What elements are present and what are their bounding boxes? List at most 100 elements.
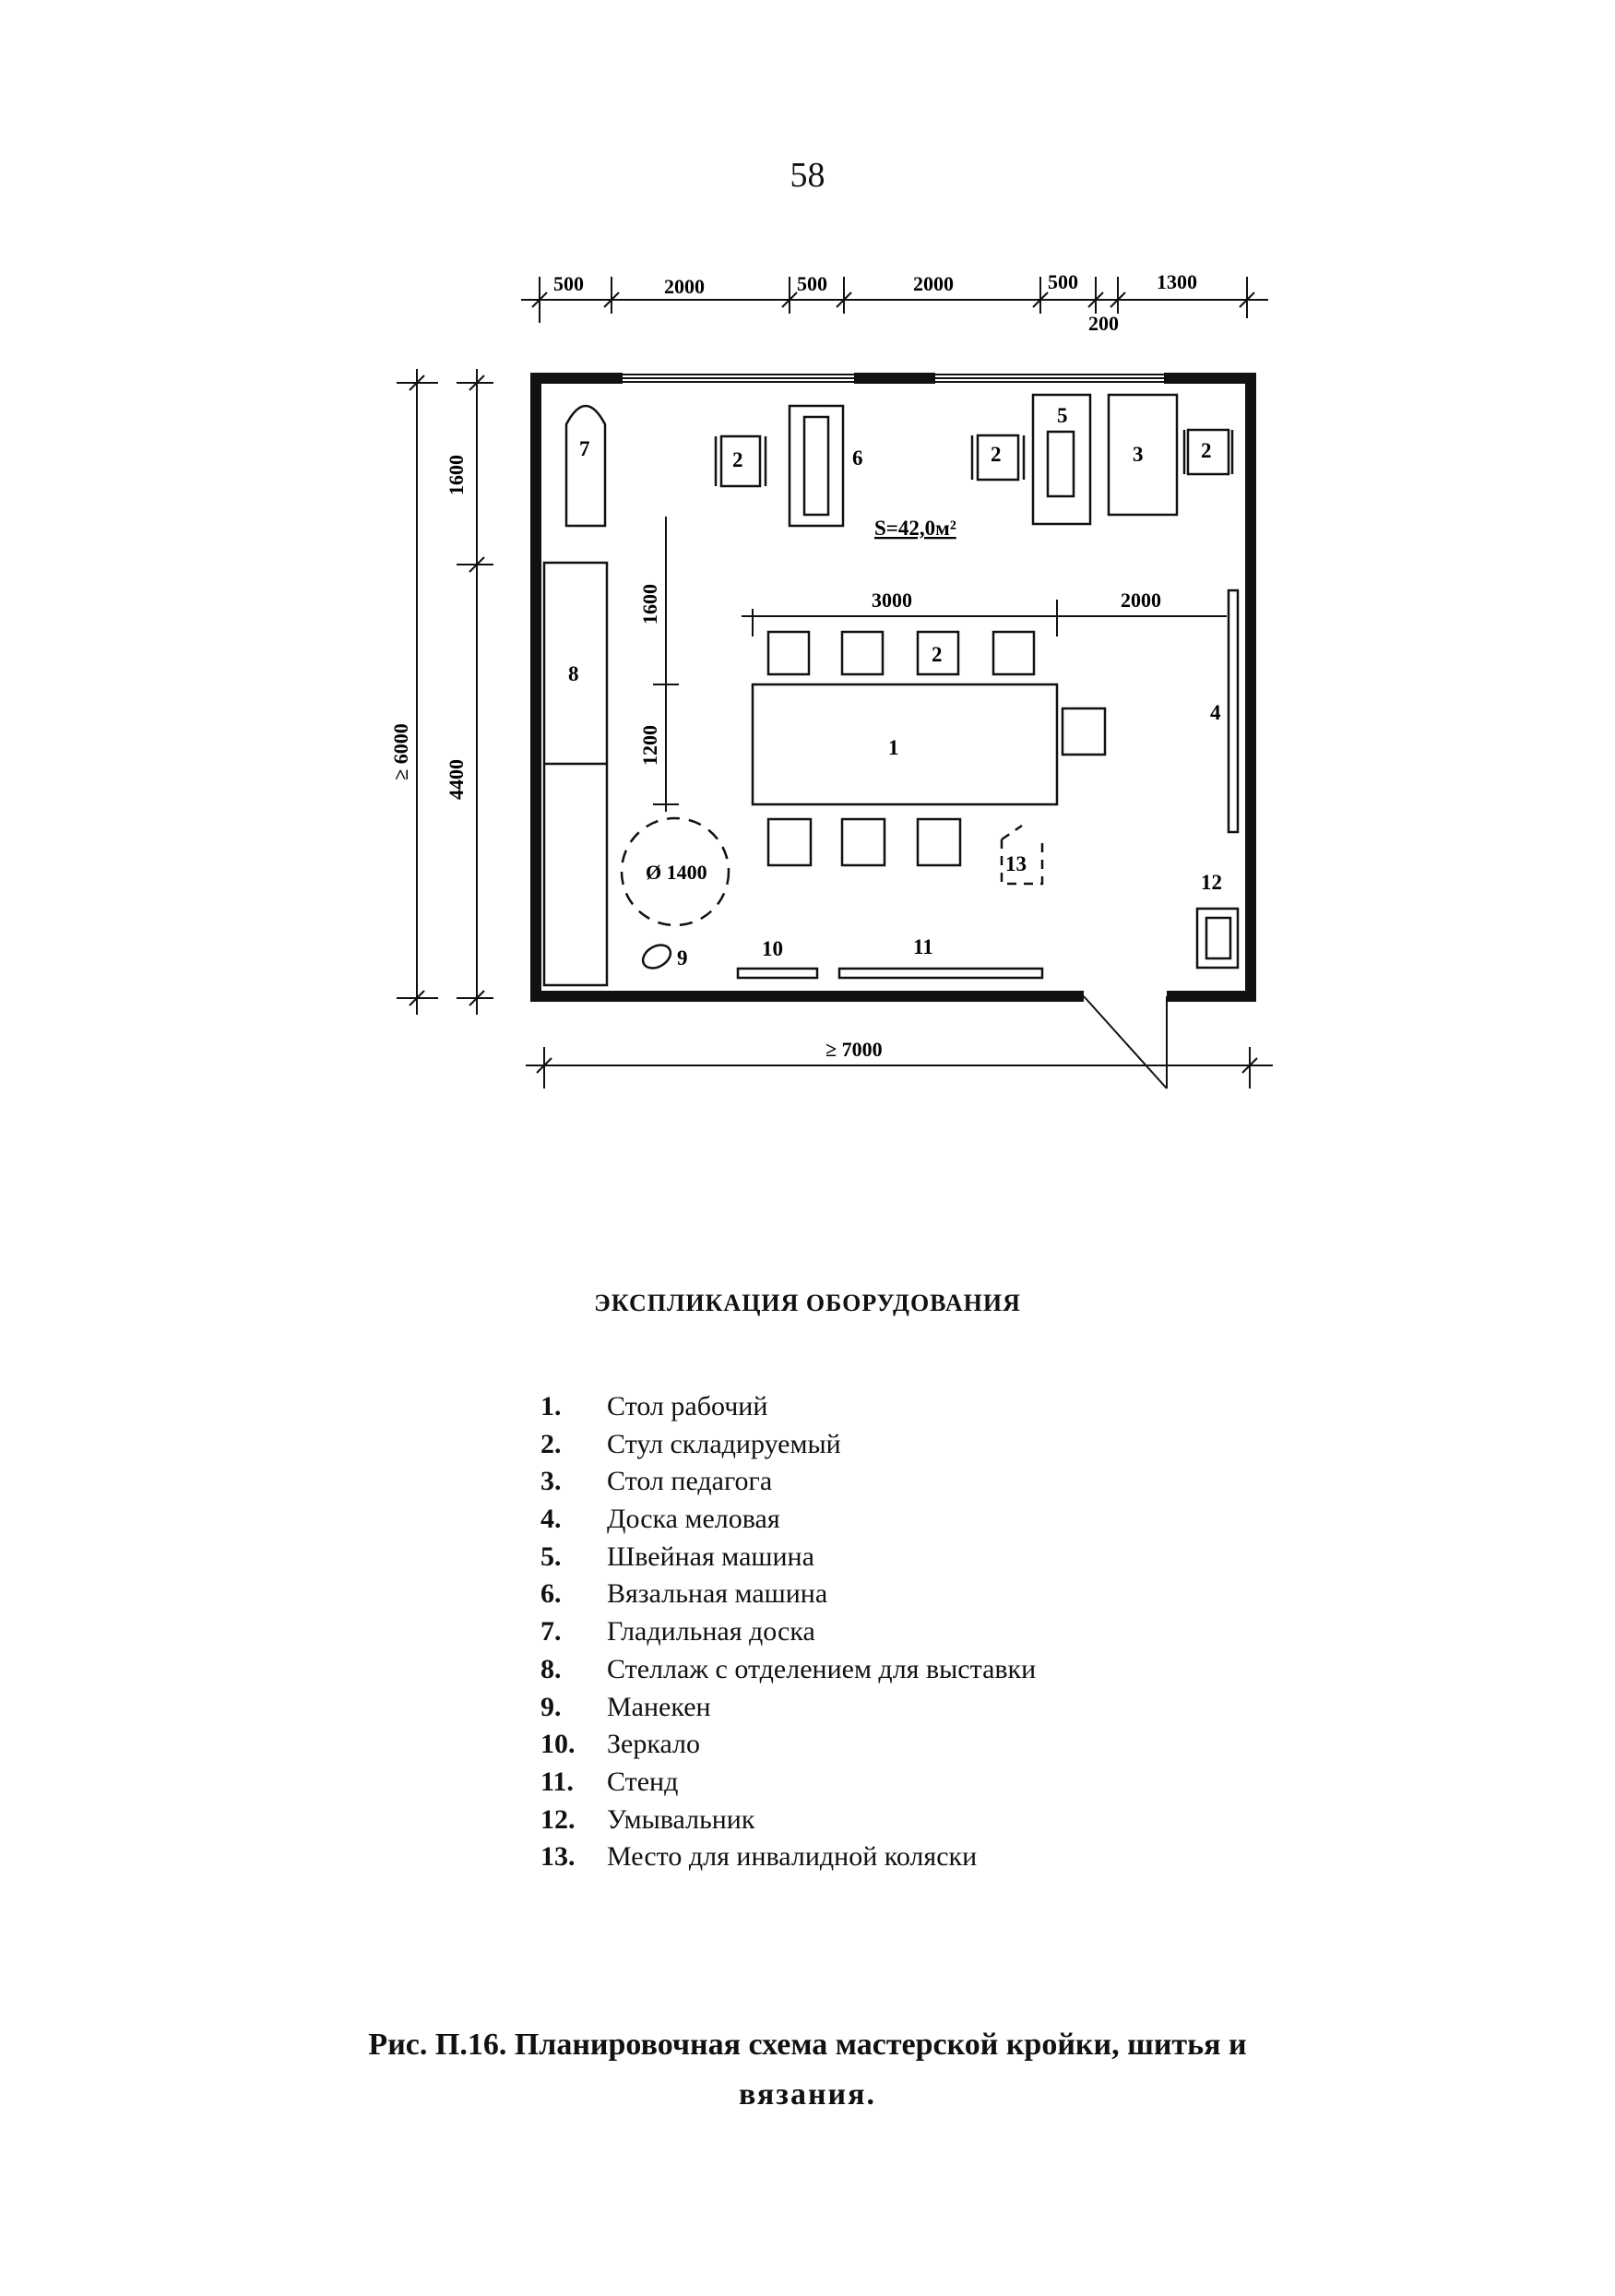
list-item: 1. Стол рабочий xyxy=(540,1388,1278,1426)
list-item-number: 11. xyxy=(540,1766,574,1797)
list-item-number: 8. xyxy=(540,1653,562,1684)
list-item-text: Умывальник xyxy=(607,1803,755,1835)
list-item-number: 1. xyxy=(540,1391,562,1422)
list-item-number: 2. xyxy=(540,1428,562,1459)
explication-title: ЭКСПЛИКАЦИЯ ОБОРУДОВАНИЯ xyxy=(594,1290,1021,1316)
dim-left-total: ≥ 6000 xyxy=(389,723,412,780)
figure-caption: Рис. П.16. Планировочная схема мастерско… xyxy=(0,2020,1615,2120)
dim-left-4400: 4400 xyxy=(445,759,468,800)
list-item: 11. Стенд xyxy=(540,1764,1278,1802)
marker-11: 11 xyxy=(913,935,933,958)
chair xyxy=(1186,428,1230,476)
list-item-text: Вязальная машина xyxy=(607,1578,828,1610)
list-item-text: Стенд xyxy=(607,1766,679,1797)
marker-2: 2 xyxy=(1201,439,1212,462)
sewing-machine xyxy=(1031,393,1092,526)
list-item: 13. Место для инвалидной коляски xyxy=(540,1838,1278,1876)
list-item-text: Доска меловая xyxy=(607,1504,780,1535)
mannequin-zone xyxy=(620,816,730,927)
list-item-text: Швейная машина xyxy=(607,1541,814,1572)
list-item-text: Стол педагога xyxy=(607,1466,773,1497)
left-dimension-chain xyxy=(397,369,493,1015)
chair xyxy=(916,817,962,867)
chair xyxy=(976,434,1020,482)
dim-bottom: ≥ 7000 xyxy=(825,1038,883,1061)
ironing-board xyxy=(564,404,607,528)
shelving-unit xyxy=(542,561,609,987)
mirror xyxy=(736,967,819,980)
marker-1: 1 xyxy=(888,736,899,759)
marker-3: 3 xyxy=(1133,443,1144,466)
chair xyxy=(766,630,811,676)
dim-top-5: 500 xyxy=(1048,270,1078,293)
marker-4: 4 xyxy=(1210,701,1221,724)
list-item-number: 13. xyxy=(540,1841,576,1873)
list-item-text: Место для инвалидной коляски xyxy=(607,1841,978,1873)
windows xyxy=(623,374,1164,383)
marker-7: 7 xyxy=(579,437,590,460)
marker-8: 8 xyxy=(568,662,579,685)
chair xyxy=(840,630,885,676)
page-number: 58 xyxy=(790,156,825,195)
chair xyxy=(992,630,1036,676)
chair xyxy=(840,817,886,867)
area-label: S=42,0м² xyxy=(874,517,956,540)
dim-left-1600: 1600 xyxy=(445,455,468,495)
list-item: 8. Стеллаж с отделением для выставки xyxy=(540,1651,1278,1689)
knitting-machine xyxy=(788,404,845,528)
walls xyxy=(530,373,1256,1002)
dim-top-6: 200 xyxy=(1088,312,1119,335)
chair xyxy=(719,434,762,488)
chalkboard xyxy=(1227,589,1240,834)
list-item: 4. Доска меловая xyxy=(540,1501,1278,1539)
list-item: 9. Манекен xyxy=(540,1689,1278,1727)
marker-12: 12 xyxy=(1201,871,1222,894)
list-item-number: 9. xyxy=(540,1691,562,1722)
list-item: 12. Умывальник xyxy=(540,1802,1278,1839)
chair xyxy=(766,817,813,867)
bottom-dimension xyxy=(526,1047,1273,1089)
list-item-text: Гладильная доска xyxy=(607,1616,815,1648)
list-item-number: 3. xyxy=(540,1466,562,1497)
washbasin xyxy=(1195,907,1240,970)
dim-top-4: 2000 xyxy=(913,272,954,295)
list-item: 5. Швейная машина xyxy=(540,1539,1278,1576)
list-item: 7. Гладильная доска xyxy=(540,1613,1278,1651)
dim-inner-3000: 3000 xyxy=(872,589,912,612)
explication-list: 1. Стол рабочий 2. Стул складируемый 3. Сто… xyxy=(540,1388,1278,1876)
inner-dimensions xyxy=(653,517,1227,812)
list-item-text: Стол рабочий xyxy=(607,1391,768,1422)
marker-2: 2 xyxy=(932,643,943,666)
caption-line-1: Рис. П.16. Планировочная схема мастерско… xyxy=(368,2028,1247,2062)
list-item-text: Стеллаж с отделением для выставки xyxy=(607,1653,1037,1684)
list-item: 3. Стол педагога xyxy=(540,1463,1278,1501)
door xyxy=(1083,995,1168,1089)
list-item-number: 12. xyxy=(540,1803,576,1835)
dim-top-1: 500 xyxy=(553,272,584,295)
chair xyxy=(916,630,960,676)
floor-plan: 500 2000 500 2000 500 200 1300 ≥ 6000 16… xyxy=(389,270,1273,1089)
dim-inner-1200: 1200 xyxy=(638,725,661,766)
list-item: 2. Стул складируемый xyxy=(540,1426,1278,1464)
marker-9: 9 xyxy=(677,946,688,970)
marker-10: 10 xyxy=(762,937,783,960)
list-item-number: 7. xyxy=(540,1616,562,1648)
dim-inner-2000: 2000 xyxy=(1121,589,1161,612)
list-item-text: Стул складируемый xyxy=(607,1428,841,1459)
list-item-number: 4. xyxy=(540,1504,562,1535)
wheelchair-place xyxy=(1000,824,1044,886)
list-item-text: Манекен xyxy=(607,1691,711,1722)
dim-top-3: 500 xyxy=(797,272,827,295)
top-dimension-chain xyxy=(521,277,1268,323)
work-table xyxy=(751,683,1059,806)
stand xyxy=(837,967,1044,980)
marker-6: 6 xyxy=(852,446,863,470)
marker-2: 2 xyxy=(732,448,743,471)
list-item-number: 10. xyxy=(540,1729,576,1760)
dim-top-2: 2000 xyxy=(664,275,705,298)
caption-line-2: вязания. xyxy=(738,2077,877,2112)
list-item: 6. Вязальная машина xyxy=(540,1576,1278,1613)
list-item-number: 5. xyxy=(540,1541,562,1572)
round-zone-label: Ø 1400 xyxy=(646,861,707,884)
list-item-number: 6. xyxy=(540,1578,562,1610)
